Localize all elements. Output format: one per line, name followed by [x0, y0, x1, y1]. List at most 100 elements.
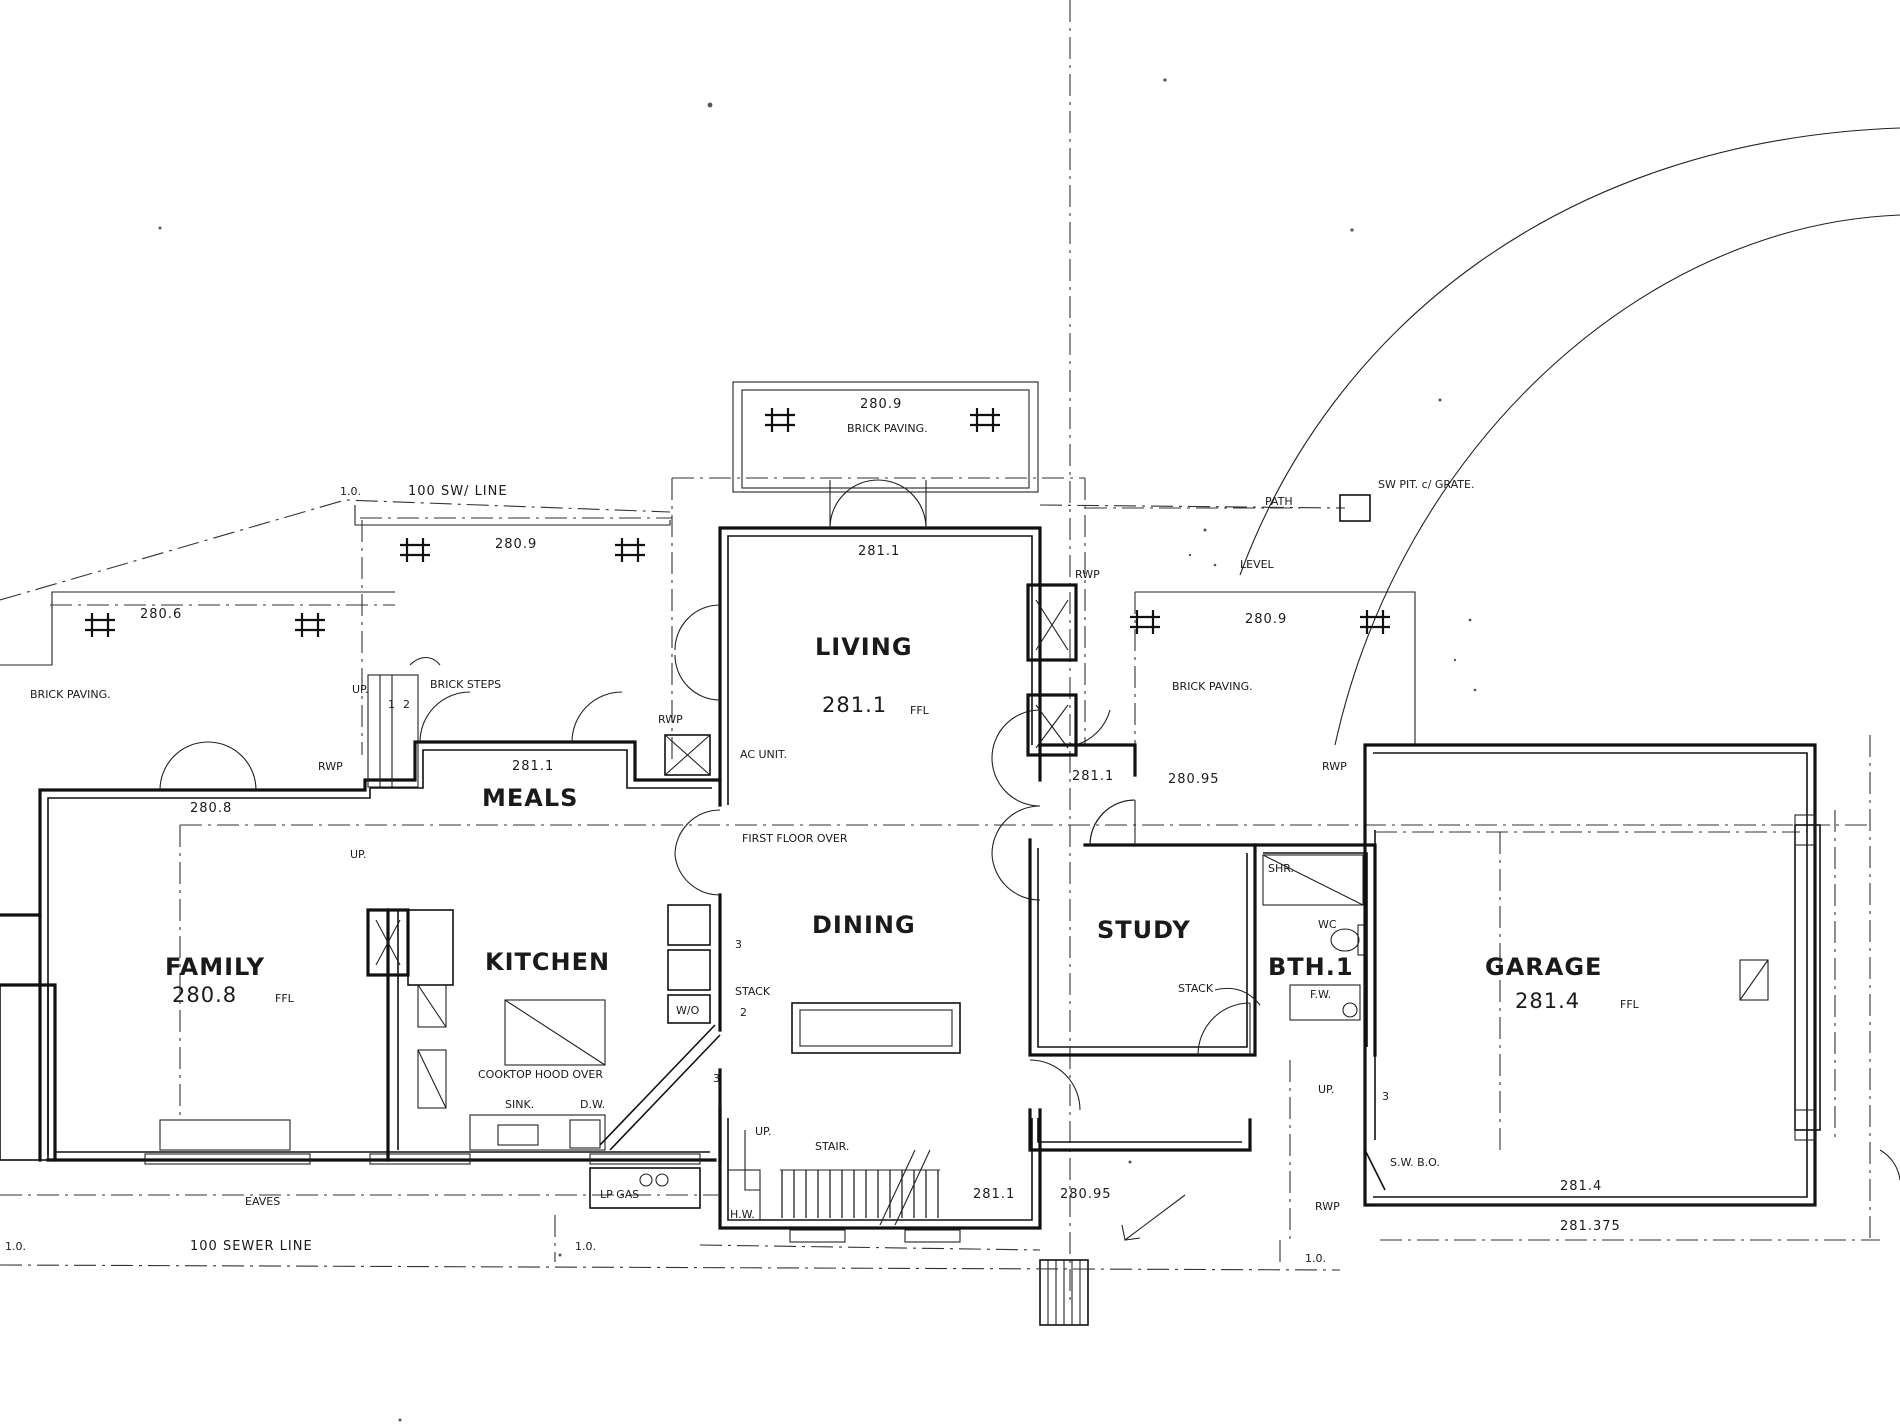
- lp-gas-box: [589, 1167, 701, 1209]
- paving-markers: [85, 408, 1390, 637]
- room-kitchen-label: KITCHEN: [485, 948, 610, 976]
- entry-walls: [1028, 1108, 1252, 1152]
- note-ac-unit: AC UNIT.: [740, 748, 787, 761]
- living-double-door: [829, 479, 927, 529]
- room-bath-label: BTH.1: [1268, 953, 1354, 981]
- living-fireplace-x2: [1035, 599, 1069, 651]
- note-num-5: 2: [740, 1006, 747, 1019]
- lp-gas-bottle-1: [639, 1173, 653, 1187]
- level-study-hall-right: 280.95: [1168, 772, 1220, 787]
- cooktop-island: [504, 999, 606, 1066]
- note-hw: H.W.: [730, 1208, 755, 1221]
- note-rwp-5: RWP: [1315, 1200, 1340, 1213]
- level-living-top: 281.1: [858, 544, 900, 559]
- note-num-6: 3: [1382, 1090, 1389, 1103]
- note-path: PATH: [1265, 495, 1293, 508]
- note-up-1: UP.: [352, 683, 368, 696]
- note-io-1: 1.0.: [5, 1240, 26, 1253]
- entry-arrow: [1124, 1194, 1186, 1241]
- living-walls-inner: [727, 535, 1033, 805]
- garage-swbo: [1364, 1149, 1386, 1191]
- note-stack-1: STACK: [735, 985, 771, 998]
- note-up-2: UP.: [350, 848, 366, 861]
- dining-table-inner: [799, 1009, 953, 1047]
- study-walls-inner: [1037, 848, 1248, 1048]
- dining-table: [791, 1002, 961, 1054]
- brick-steps: [367, 674, 419, 788]
- kitchen-stair-slope-b: [609, 1034, 721, 1151]
- note-fw: F.W.: [1310, 988, 1331, 1001]
- family-double-door: [159, 741, 257, 791]
- left-paving-outline: [0, 591, 395, 666]
- note-sewer: 100 SEWER LINE: [190, 1239, 313, 1254]
- garage-pillar-1: [1794, 814, 1816, 846]
- level-study-hall: 281.1: [1072, 769, 1114, 784]
- left-bath-box: [0, 984, 49, 1161]
- ac-unit: [664, 734, 711, 776]
- driveway-inner-arc: [1334, 214, 1900, 746]
- note-up-3: UP.: [1318, 1083, 1334, 1096]
- living-fireplace-lower: [1026, 693, 1078, 757]
- note-num-2: 2: [403, 698, 410, 711]
- kitchen-pantry-diag-b: [417, 1049, 447, 1109]
- top-paving-bay-inner: [741, 389, 1030, 489]
- note-brick-paving-right: BRICK PAVING.: [1172, 680, 1253, 693]
- meals-door-right: [571, 691, 623, 743]
- stair-window-2: [904, 1229, 961, 1243]
- note-wc: WC: [1318, 918, 1337, 931]
- brick-steps-arrow: [409, 656, 441, 666]
- gravel-dots: [158, 78, 1477, 1422]
- note-rwp-1: RWP: [1075, 568, 1100, 581]
- south-window-1: [144, 1153, 311, 1165]
- hall-door: [1089, 799, 1136, 846]
- note-num-4: 3: [713, 1072, 720, 1085]
- entry-walls-inner: [1037, 1118, 1242, 1143]
- note-eaves: EAVES: [245, 1195, 280, 1208]
- hot-water-unit: [727, 1169, 761, 1221]
- note-brick-paving-left: BRICK PAVING.: [30, 688, 111, 701]
- garage-corner-arc: [1879, 1149, 1900, 1181]
- south-window-3: [589, 1153, 701, 1165]
- ac-unit-x2: [664, 734, 711, 776]
- note-lp-gas: LP GAS: [600, 1188, 639, 1201]
- note-io-2: 1.0.: [575, 1240, 596, 1253]
- level-garage-drive: 281.375: [1560, 1219, 1621, 1234]
- floor-waste: [1342, 1002, 1358, 1018]
- study-door: [1089, 799, 1136, 846]
- lp-gas-bottle-2: [655, 1173, 669, 1187]
- room-garage-level: 281.4: [1515, 989, 1580, 1013]
- kitchen-stair-slope: [599, 1024, 716, 1146]
- garage-walls-inner: [1373, 752, 1808, 1198]
- wc-cistern: [1357, 924, 1368, 956]
- kitchen-chimney-x2: [375, 919, 401, 966]
- note-up-4: UP.: [755, 1125, 771, 1138]
- family-meals-north-wall: [38, 740, 722, 1162]
- entry-steps-lines: [1047, 1260, 1081, 1325]
- garage-pillar-2: [1794, 1109, 1816, 1141]
- note-sink: SINK.: [505, 1098, 534, 1111]
- note-level: LEVEL: [1240, 558, 1275, 571]
- room-family-level: 280.8: [172, 983, 237, 1007]
- meals-door-left: [419, 691, 471, 743]
- note-rwp-4: RWP: [1322, 760, 1347, 773]
- stair-cut-line: [879, 1149, 916, 1226]
- note-rwp-3: RWP: [318, 760, 343, 773]
- room-study-label: STUDY: [1097, 916, 1191, 944]
- stormwater-line-slope: [0, 499, 671, 601]
- living-east-doors: [991, 709, 1041, 901]
- level-far-left-paving: 280.6: [140, 607, 182, 622]
- room-living-ffl: FFL: [910, 704, 930, 717]
- level-entry-left: 281.1: [973, 1187, 1015, 1202]
- note-stack-2: STACK: [1178, 982, 1214, 995]
- shower: [1262, 854, 1364, 906]
- kitchen-pantry-diag: [417, 984, 447, 1028]
- stormwater-line-top: [1039, 504, 1346, 509]
- dishwasher: [569, 1119, 601, 1149]
- level-top-paving: 280.9: [860, 397, 902, 412]
- left-bay-stub-b: [0, 983, 57, 1162]
- note-sw-bo: S.W. B.O.: [1390, 1156, 1440, 1169]
- living-corner-door: [1075, 709, 1111, 746]
- cooktop-diag: [504, 999, 606, 1066]
- stair-up-arrow: [744, 1130, 760, 1191]
